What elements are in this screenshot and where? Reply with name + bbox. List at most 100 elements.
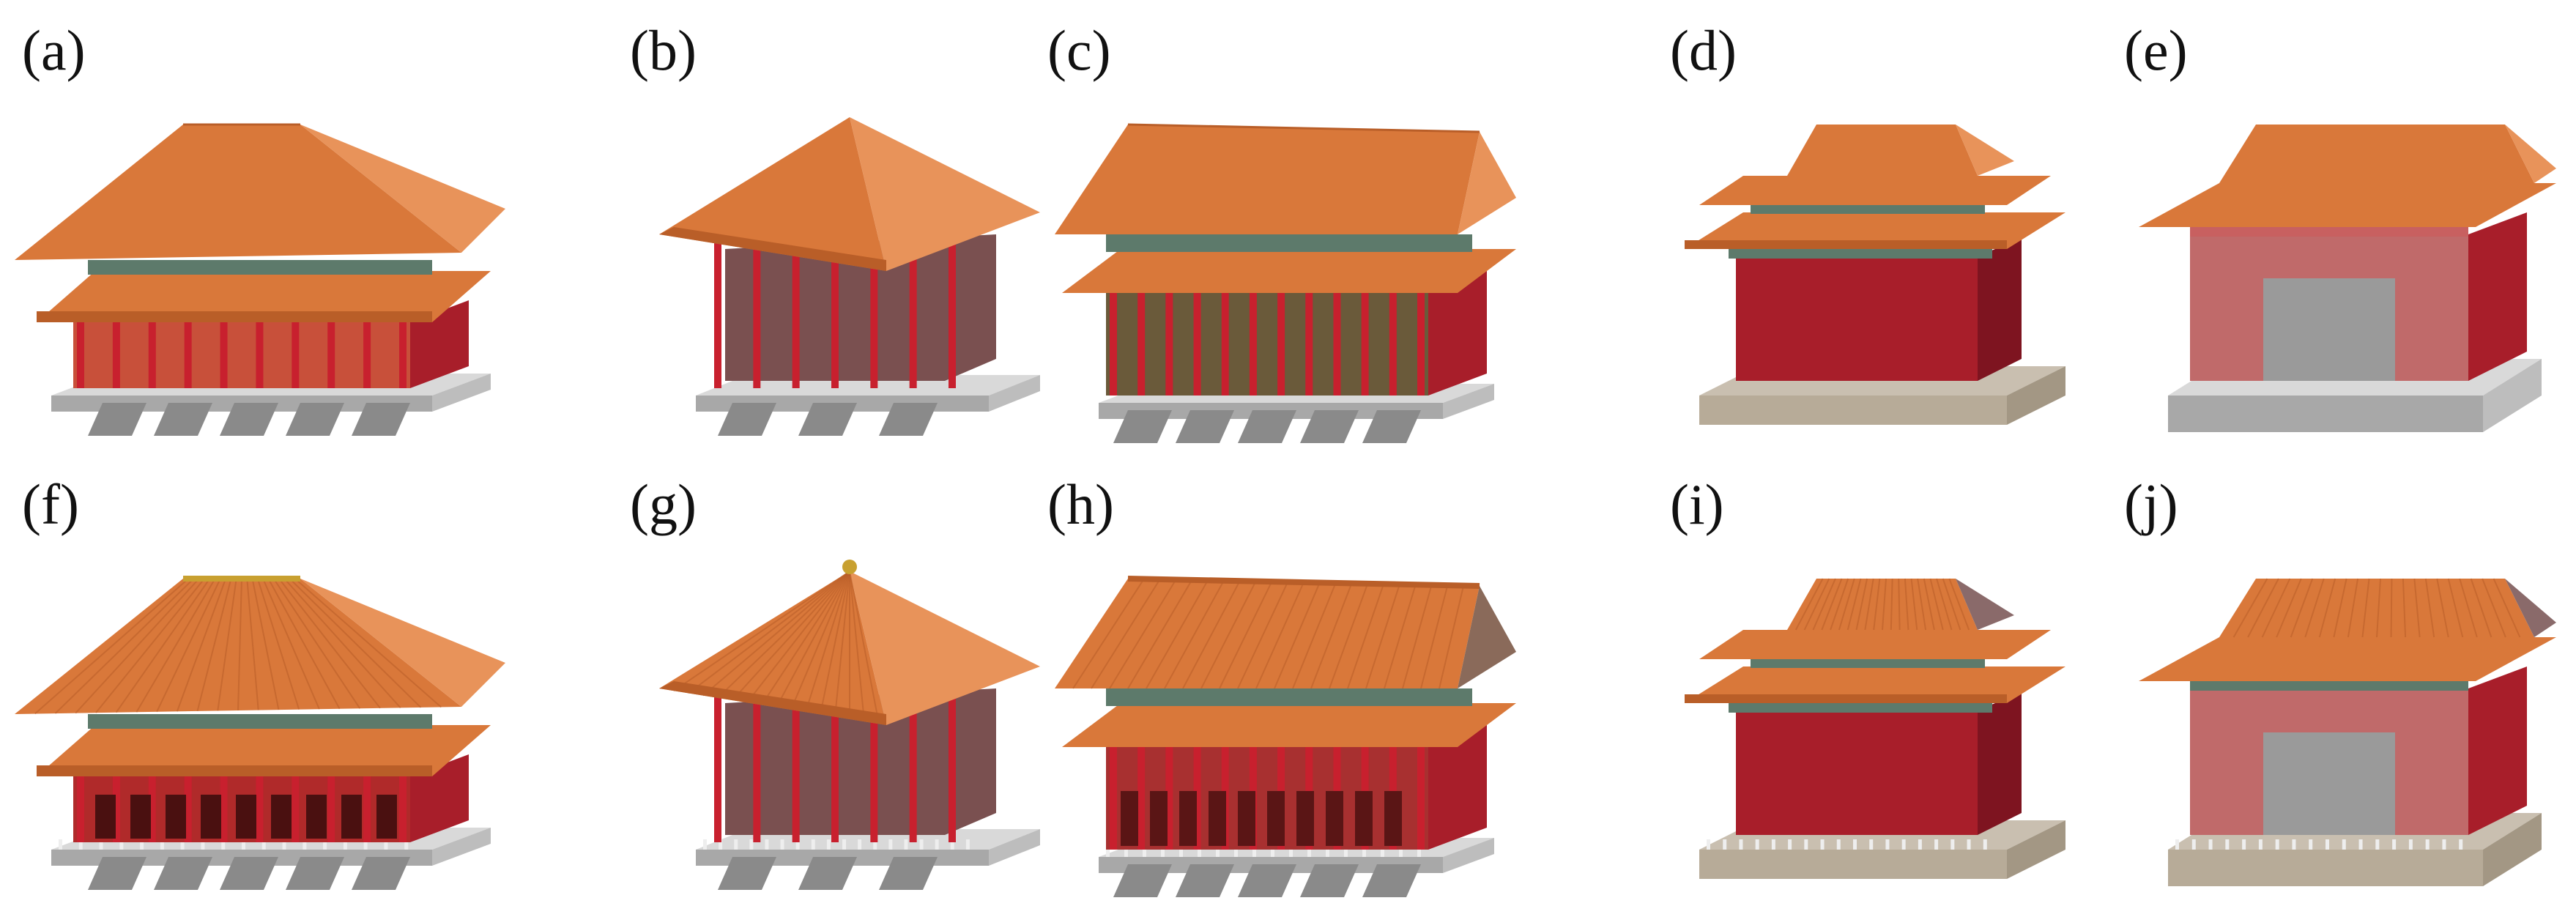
- column: [949, 242, 956, 388]
- building-rendering: [659, 560, 1040, 890]
- tower-middle-roof: [1699, 176, 2051, 205]
- platform-side: [2483, 813, 2542, 886]
- stair: [220, 403, 278, 436]
- tower-top-roof: [1787, 125, 1978, 176]
- roof-tile-line: [251, 578, 280, 710]
- tower-model: [1685, 578, 2065, 879]
- roof-tile-line: [1812, 578, 1836, 631]
- column: [1137, 293, 1146, 396]
- balustrade-post: [1788, 839, 1792, 850]
- tower-lower-roof: [1685, 666, 2065, 703]
- roof-side: [850, 571, 1040, 725]
- tower-wall-side: [1978, 238, 2022, 381]
- roof-tile-line: [2247, 578, 2279, 638]
- building-rendering: [15, 576, 505, 890]
- column: [184, 322, 192, 388]
- balustrade-post: [749, 839, 754, 850]
- balustrade-post: [1869, 839, 1874, 850]
- platform-front: [1699, 396, 2007, 425]
- roof-tile-line: [1237, 582, 1289, 689]
- column: [1193, 747, 1201, 850]
- balustrade-post: [1252, 847, 1256, 857]
- roof-tile-line: [805, 571, 850, 713]
- balustrade-post: [1307, 847, 1311, 857]
- column: [363, 776, 371, 842]
- balustrade-post: [935, 839, 939, 850]
- balustrade-post: [2425, 839, 2430, 850]
- roof-tile-line: [1929, 578, 1944, 631]
- column: [112, 322, 120, 388]
- balustrade-post: [2225, 839, 2230, 850]
- roof-tile-line: [2447, 578, 2464, 638]
- balustrade-post: [2392, 839, 2397, 850]
- gate-opening: [2263, 732, 2395, 835]
- roof-tile-line: [176, 578, 227, 712]
- platform-front: [2168, 396, 2483, 432]
- balustrade-post: [2309, 839, 2313, 850]
- column: [1137, 747, 1146, 850]
- balustrade-post: [826, 839, 831, 850]
- column: [220, 322, 228, 388]
- panel-label: (d): [1670, 18, 1737, 82]
- roof-tile-line: [2318, 578, 2336, 638]
- roof-eave: [659, 681, 886, 725]
- balustrade-post: [1885, 839, 1890, 850]
- stair: [1238, 864, 1296, 897]
- tower-lower-eave: [1685, 240, 2007, 249]
- column: [1389, 293, 1397, 396]
- gate-side-wall: [2468, 666, 2527, 835]
- roof-tile-line: [217, 578, 237, 711]
- column: [870, 242, 878, 388]
- roof-tile-line: [2232, 578, 2268, 638]
- column: [714, 242, 721, 388]
- roof-tile-line: [1890, 578, 1893, 631]
- stair: [1176, 864, 1234, 897]
- balustrade-post: [795, 839, 800, 850]
- stair: [88, 857, 146, 890]
- platform-side: [432, 374, 491, 412]
- roof-tile-line: [2390, 578, 2393, 638]
- column: [1249, 293, 1257, 396]
- balustrade-post: [1918, 839, 1922, 850]
- column: [256, 776, 264, 842]
- balustrade-post: [1967, 839, 1971, 850]
- panel-label: (g): [630, 472, 697, 536]
- upper-frieze: [88, 714, 432, 729]
- balustrade-post: [1755, 839, 1759, 850]
- pavilion-model: [659, 117, 1040, 436]
- balustrade-post: [1853, 839, 1857, 850]
- balustrade-post: [1804, 839, 1808, 850]
- stair: [1362, 410, 1421, 443]
- balustrade-post: [811, 839, 815, 850]
- upper-frieze: [88, 260, 432, 275]
- column: [256, 322, 264, 388]
- roof-tile-line: [1365, 584, 1400, 689]
- roof-tile-line: [262, 578, 320, 710]
- roof-tile-line: [1127, 579, 1193, 689]
- roof-tile-line: [1164, 580, 1225, 689]
- panel-label: (i): [1670, 472, 1724, 536]
- balustrade-post: [765, 839, 769, 850]
- column: [1110, 747, 1117, 850]
- balustrade-post: [1983, 839, 1987, 850]
- column: [1333, 293, 1341, 396]
- tower-gable: [1956, 125, 2014, 176]
- column: [831, 696, 839, 842]
- balustrade-post: [261, 839, 266, 850]
- balustrade-post: [2242, 839, 2246, 850]
- roof-tile-line: [1347, 583, 1385, 689]
- building-rendering: [1685, 125, 2065, 425]
- upper-roof-front: [1055, 579, 1480, 688]
- building-rendering: [15, 123, 505, 436]
- platform-side: [989, 375, 1040, 412]
- panel-label: (j): [2124, 472, 2178, 536]
- roof-tile-line: [1910, 578, 1918, 631]
- column: [792, 242, 800, 388]
- roof-ridge: [1127, 576, 1480, 589]
- balustrade-post: [302, 839, 307, 850]
- roof-tile-line: [2361, 578, 2370, 638]
- column: [831, 242, 839, 388]
- column: [870, 696, 878, 842]
- roof-tile-line: [1109, 579, 1177, 689]
- roof-tile-line: [2376, 578, 2381, 638]
